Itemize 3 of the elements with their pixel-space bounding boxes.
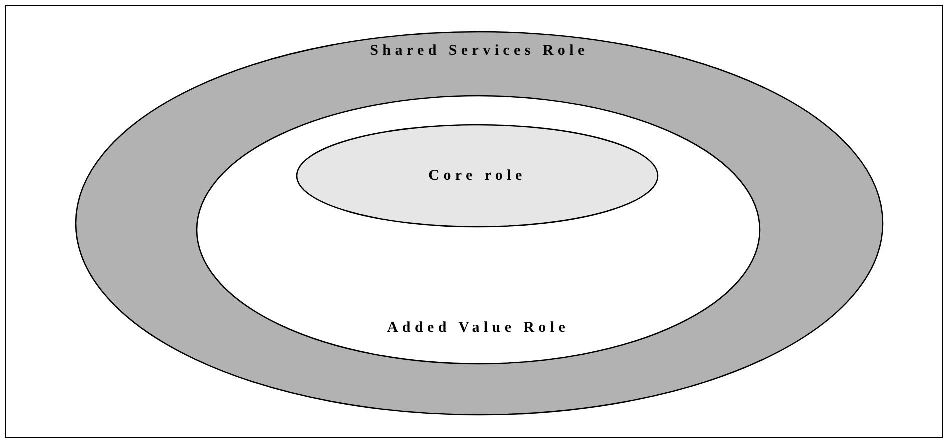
role-label: Core role — [428, 166, 526, 186]
role-label: Added Value Role — [387, 319, 570, 338]
role-label: Shared Services Role — [370, 42, 589, 61]
